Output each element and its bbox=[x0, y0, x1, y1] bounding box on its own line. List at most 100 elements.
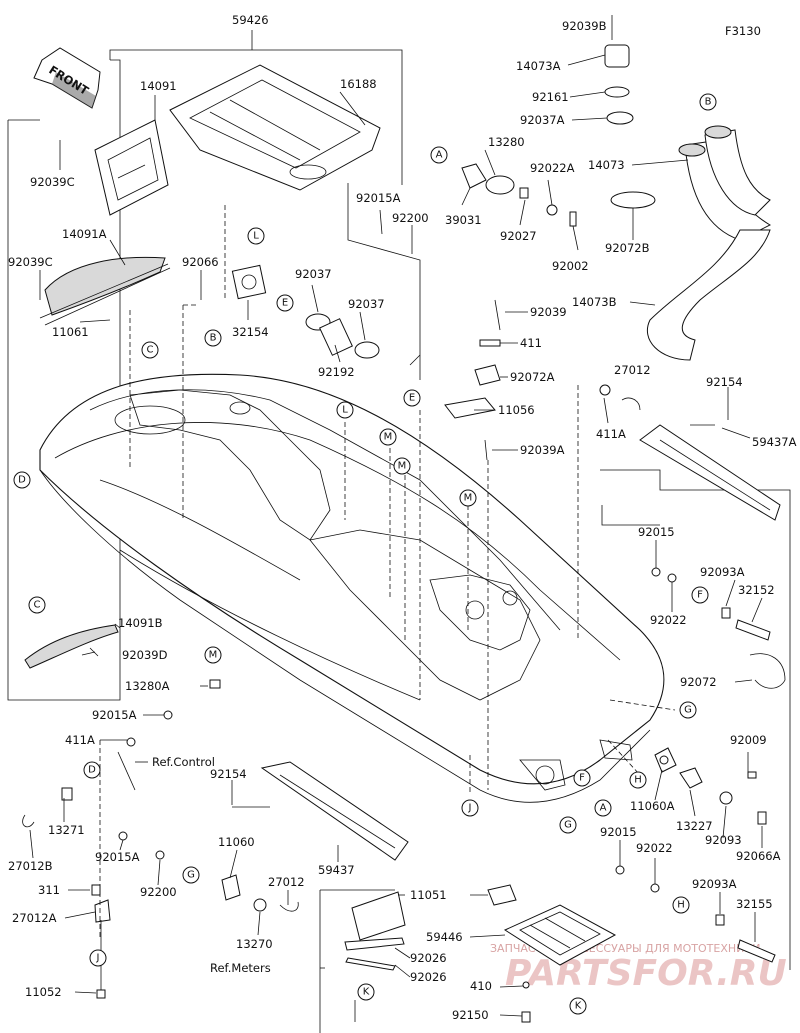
callout-m-left-text: M bbox=[209, 650, 218, 661]
part-label-92093a-a: 92093A bbox=[700, 565, 745, 579]
hatch-cover bbox=[94, 119, 169, 216]
callout-e-mid-text: E bbox=[409, 393, 415, 404]
part-label-14091b: 14091B bbox=[118, 616, 163, 630]
callout-c-top: C bbox=[141, 341, 159, 359]
part-label-11056: 11056 bbox=[498, 403, 535, 417]
callout-j-left-text: J bbox=[96, 953, 100, 964]
callout-m-1-text: M bbox=[384, 432, 393, 443]
part-label-27012-b: 27012 bbox=[268, 875, 305, 889]
callout-f-right-text: F bbox=[697, 590, 703, 601]
callout-b-mid: B bbox=[204, 329, 222, 347]
meter-cover bbox=[344, 891, 406, 1022]
callout-g-bottom-text: G bbox=[564, 820, 572, 831]
part-label-92039c-b: 92039C bbox=[8, 255, 53, 269]
callouts: A B L E B C E L M M M D C M F G D F H A … bbox=[13, 93, 717, 1015]
part-label-92026-a: 92026 bbox=[410, 951, 447, 965]
part-labels: F3130 59426 14091 16188 92039C 14091A 92… bbox=[8, 13, 797, 1022]
callout-d-left2-text: D bbox=[88, 765, 96, 776]
part-label-92161: 92161 bbox=[532, 90, 569, 104]
part-label-14091: 14091 bbox=[140, 79, 177, 93]
part-label-92192: 92192 bbox=[318, 365, 355, 379]
part-label-11061: 11061 bbox=[52, 325, 89, 339]
callout-m-2: M bbox=[393, 457, 411, 475]
part-label-13280a: 13280A bbox=[125, 679, 170, 693]
part-label-92002: 92002 bbox=[552, 259, 589, 273]
left-fittings bbox=[22, 624, 270, 828]
part-label-13280: 13280 bbox=[488, 135, 525, 149]
part-label-92150: 92150 bbox=[452, 1008, 489, 1022]
right-bottom-fittings bbox=[487, 747, 776, 963]
intake-grate bbox=[503, 904, 617, 1023]
callout-k-bottom-text: K bbox=[575, 1001, 582, 1012]
part-label-14091a: 14091A bbox=[62, 227, 107, 241]
footrest-59437a bbox=[639, 424, 781, 521]
hull-body bbox=[39, 373, 665, 803]
part-label-27012-a: 27012 bbox=[614, 363, 651, 377]
callout-f-bottom-text: F bbox=[579, 773, 585, 784]
part-label-92039: 92039 bbox=[530, 305, 567, 319]
callout-l-mid: L bbox=[336, 401, 354, 419]
part-label-13271: 13271 bbox=[48, 823, 85, 837]
callout-g-right: G bbox=[679, 701, 697, 719]
part-label-92200-b: 92200 bbox=[140, 885, 177, 899]
part-label-92022-b: 92022 bbox=[636, 841, 673, 855]
part-label-92039a: 92039A bbox=[520, 443, 565, 457]
callout-b-top: B bbox=[699, 93, 717, 111]
part-label-411-a: 411 bbox=[520, 336, 542, 350]
part-label-92039d: 92039D bbox=[122, 648, 168, 662]
callout-e-mid: E bbox=[403, 389, 421, 407]
callout-j-left: J bbox=[89, 949, 107, 967]
part-label-92154-a: 92154 bbox=[706, 375, 743, 389]
part-label-32152: 32152 bbox=[738, 583, 775, 597]
hatch-lid bbox=[39, 256, 171, 326]
part-label-27012b: 27012B bbox=[8, 859, 53, 873]
callout-k-bottom: K bbox=[569, 997, 587, 1015]
part-label-92066: 92066 bbox=[182, 255, 219, 269]
part-label-59446: 59446 bbox=[426, 930, 463, 944]
ref-control-label: Ref.Control bbox=[152, 755, 215, 769]
callout-c-left: C bbox=[28, 596, 46, 614]
callout-h-mid: H bbox=[629, 771, 647, 789]
bottom-left-fittings bbox=[91, 831, 299, 999]
part-label-311: 311 bbox=[38, 883, 60, 897]
callout-m-3-text: M bbox=[464, 493, 473, 504]
watermark-site: PARTSFOR.RU bbox=[505, 953, 787, 994]
callout-a-bottom: A bbox=[594, 799, 612, 817]
ref-meters-label: Ref.Meters bbox=[210, 961, 271, 975]
callout-l-mid-text: L bbox=[342, 405, 348, 416]
part-label-411a-a: 411A bbox=[596, 427, 626, 441]
figure-code: F3130 bbox=[725, 24, 761, 38]
part-label-11052: 11052 bbox=[25, 985, 62, 999]
part-label-92026-b: 92026 bbox=[410, 970, 447, 984]
callout-a-top: A bbox=[430, 146, 448, 164]
part-label-92022a: 92022A bbox=[530, 161, 575, 175]
part-label-92072: 92072 bbox=[680, 675, 717, 689]
callout-l-top: L bbox=[247, 227, 265, 245]
part-label-92093: 92093 bbox=[705, 833, 742, 847]
vent-hoses bbox=[647, 125, 772, 361]
part-label-13227: 13227 bbox=[676, 819, 713, 833]
callout-j-mid: J bbox=[461, 799, 479, 817]
part-label-92015a-a: 92015A bbox=[356, 191, 401, 205]
part-label-92037-a: 92037 bbox=[295, 267, 332, 281]
part-label-11060: 11060 bbox=[218, 835, 255, 849]
part-label-92015a-b: 92015A bbox=[92, 708, 137, 722]
part-label-39031: 39031 bbox=[445, 213, 482, 227]
part-label-92015-b: 92015 bbox=[600, 825, 637, 839]
leader-lines bbox=[29, 54, 763, 1017]
callout-d-left-text: D bbox=[18, 475, 26, 486]
frame-lines bbox=[7, 30, 791, 1033]
part-label-92200-a: 92200 bbox=[392, 211, 429, 225]
part-label-92022-a: 92022 bbox=[650, 613, 687, 627]
callout-k-mid: K bbox=[357, 983, 375, 1001]
callout-d-left: D bbox=[13, 471, 31, 489]
callout-m-1: M bbox=[379, 428, 397, 446]
callout-a-bottom-text: A bbox=[600, 803, 607, 814]
part-label-92066a: 92066A bbox=[736, 849, 781, 863]
callout-a-top-text: A bbox=[436, 150, 443, 161]
callout-b-top-text: B bbox=[705, 97, 712, 108]
part-label-411a-b: 411A bbox=[65, 733, 95, 747]
part-label-92072b: 92072B bbox=[605, 241, 650, 255]
part-label-14073a: 14073A bbox=[516, 59, 561, 73]
